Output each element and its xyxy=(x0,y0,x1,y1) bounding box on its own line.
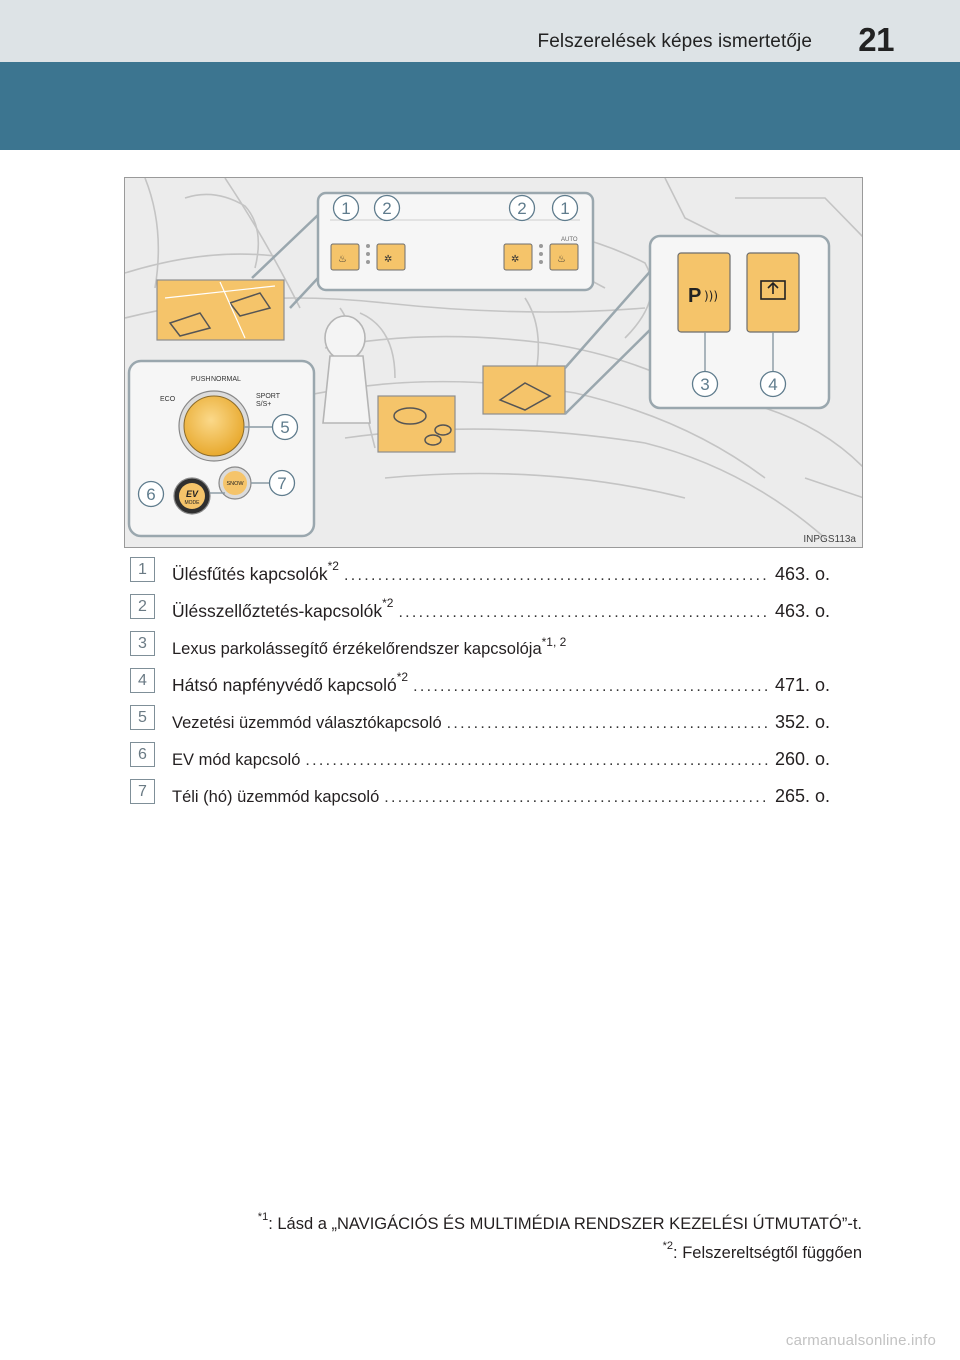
page-reference-link[interactable]: 463. o. xyxy=(774,564,830,584)
callout-label: 3 xyxy=(700,375,709,394)
parking-p-icon: P xyxy=(688,285,701,307)
seat-ventilation-switch-left xyxy=(376,243,406,271)
legend-item: 1 Ülésfűtés kapcsolók*2 ................… xyxy=(130,557,830,594)
leader-dots: ........................................… xyxy=(398,604,769,621)
callout-circle xyxy=(268,469,296,497)
leader-dots: ........................................… xyxy=(343,567,769,584)
header-band xyxy=(0,62,960,150)
callout-label: 1 xyxy=(560,199,569,218)
seat-fan-icon: ✲ xyxy=(511,254,519,265)
item-label: Hátsó napfényvédő kapcsoló*2 xyxy=(172,670,409,695)
watermark: carmanualsonline.info xyxy=(785,1332,936,1349)
callout-circle xyxy=(551,194,579,222)
item-number: 3 xyxy=(130,631,155,656)
parking-assist-switch xyxy=(677,252,731,333)
callout-label: 4 xyxy=(768,375,777,394)
leader-dots: ........................................… xyxy=(413,678,769,695)
leader-dots: ........................................… xyxy=(305,752,769,769)
legend-item: 4 Hátsó napfényvédő kapcsoló*2 .........… xyxy=(130,668,830,705)
item-label: EV mód kapcsoló xyxy=(172,751,301,769)
legend-item: 5 Vezetési üzemmód választókapcsoló ....… xyxy=(130,705,830,742)
legend-item: 3 Lexus parkolássegítő érzékelőrendszer … xyxy=(130,631,830,668)
callout-label: 6 xyxy=(146,485,155,504)
item-label: Ülésfűtés kapcsolók*2 xyxy=(172,559,339,584)
console-switch-highlight xyxy=(482,257,663,415)
footnote-1: *1: Lásd a „NAVIGÁCIÓS ÉS MULTIMÉDIA REN… xyxy=(257,1211,862,1234)
item-label: Vezetési üzemmód választókapcsoló xyxy=(172,714,442,732)
leader-dots: ........................................… xyxy=(446,715,769,732)
item-number: 2 xyxy=(130,594,155,619)
callout-circle xyxy=(332,194,360,222)
callout-circle xyxy=(759,370,787,398)
leader-dots: ........................................… xyxy=(384,789,769,806)
callout-circle xyxy=(137,480,165,508)
page-reference-link[interactable]: 463. o. xyxy=(774,601,830,621)
seat-heater-switch-right xyxy=(549,243,579,271)
callout-circle xyxy=(508,194,536,222)
callout-label: 7 xyxy=(277,474,286,493)
auto-label: AUTO xyxy=(561,237,578,243)
normal-label: NORMAL xyxy=(211,376,241,383)
sunshade-icon xyxy=(760,280,786,300)
callout-label: 1 xyxy=(341,199,350,218)
drive-mode-knob xyxy=(183,395,245,457)
eco-label: ECO xyxy=(160,396,176,403)
callout-circle xyxy=(271,413,299,441)
item-number: 1 xyxy=(130,557,155,582)
parking-sunshade-panel: P ))) xyxy=(648,234,831,410)
figure-code: INPGS113a xyxy=(803,534,856,545)
item-number: 5 xyxy=(130,705,155,730)
legend-list: 1 Ülésfűtés kapcsolók*2 ................… xyxy=(130,557,830,816)
dashboard-illustration: AUTO ♨ ✲ ✲ ♨ xyxy=(124,177,863,548)
mode-knob-highlight xyxy=(377,395,456,453)
page-header-title: Felszerelések képes ismertetője xyxy=(537,31,812,52)
door-switch-highlight xyxy=(156,279,285,341)
legend-item: 6 EV mód kapcsoló ......................… xyxy=(130,742,830,779)
callout-label: 2 xyxy=(517,199,526,218)
snow-label: SNOW xyxy=(226,481,244,487)
ev-label: EV xyxy=(186,489,199,499)
callout-label: 5 xyxy=(280,418,289,437)
page-reference-link[interactable]: 471. o. xyxy=(774,675,830,695)
callout-circle xyxy=(373,194,401,222)
seat-ventilation-switch-right xyxy=(503,243,533,271)
dashboard-svg: AUTO ♨ ✲ ✲ ♨ xyxy=(125,178,862,547)
footnote-2: *2: Felszereltségtől függően xyxy=(662,1240,862,1263)
legend-item: 7 Téli (hó) üzemmód kapcsoló ...........… xyxy=(130,779,830,816)
push-label: PUSH xyxy=(191,376,210,383)
ss-label: S/S+ xyxy=(256,401,271,408)
header-bar xyxy=(0,0,960,62)
item-number: 4 xyxy=(130,668,155,693)
sport-label: SPORT xyxy=(256,393,281,400)
ev-mode-label: MODE xyxy=(185,500,201,506)
callout-circle xyxy=(691,370,719,398)
item-label: Ülésszellőztetés-kapcsolók*2 xyxy=(172,596,394,621)
item-label: Téli (hó) üzemmód kapcsoló xyxy=(172,788,380,806)
page-reference-link[interactable]: 260. o. xyxy=(774,749,830,769)
page-reference-link[interactable]: 352. o. xyxy=(774,712,830,732)
drive-mode-panel: PUSH NORMAL ECO SPORT S/S+ EV MODE SNOW xyxy=(127,359,316,538)
page-number: 21 xyxy=(858,21,894,58)
item-number: 7 xyxy=(130,779,155,804)
seat-heater-switch-left xyxy=(330,243,360,271)
item-number: 6 xyxy=(130,742,155,767)
figure-callouts: 1 2 2 1 3 4 5 6 7 xyxy=(137,194,787,508)
seat-heat-icon: ♨ xyxy=(338,254,347,265)
item-label: Lexus parkolássegítő érzékelőrendszer ka… xyxy=(172,635,567,658)
callout-label: 2 xyxy=(382,199,391,218)
seat-heat-icon: ♨ xyxy=(557,254,566,265)
gear-lever xyxy=(322,315,371,424)
page-reference-link[interactable]: 265. o. xyxy=(774,786,830,806)
parking-sensor-icon: ))) xyxy=(704,289,718,303)
legend-item: 2 Ülésszellőztetés-kapcsolók*2 .........… xyxy=(130,594,830,631)
seat-fan-icon: ✲ xyxy=(384,254,392,265)
